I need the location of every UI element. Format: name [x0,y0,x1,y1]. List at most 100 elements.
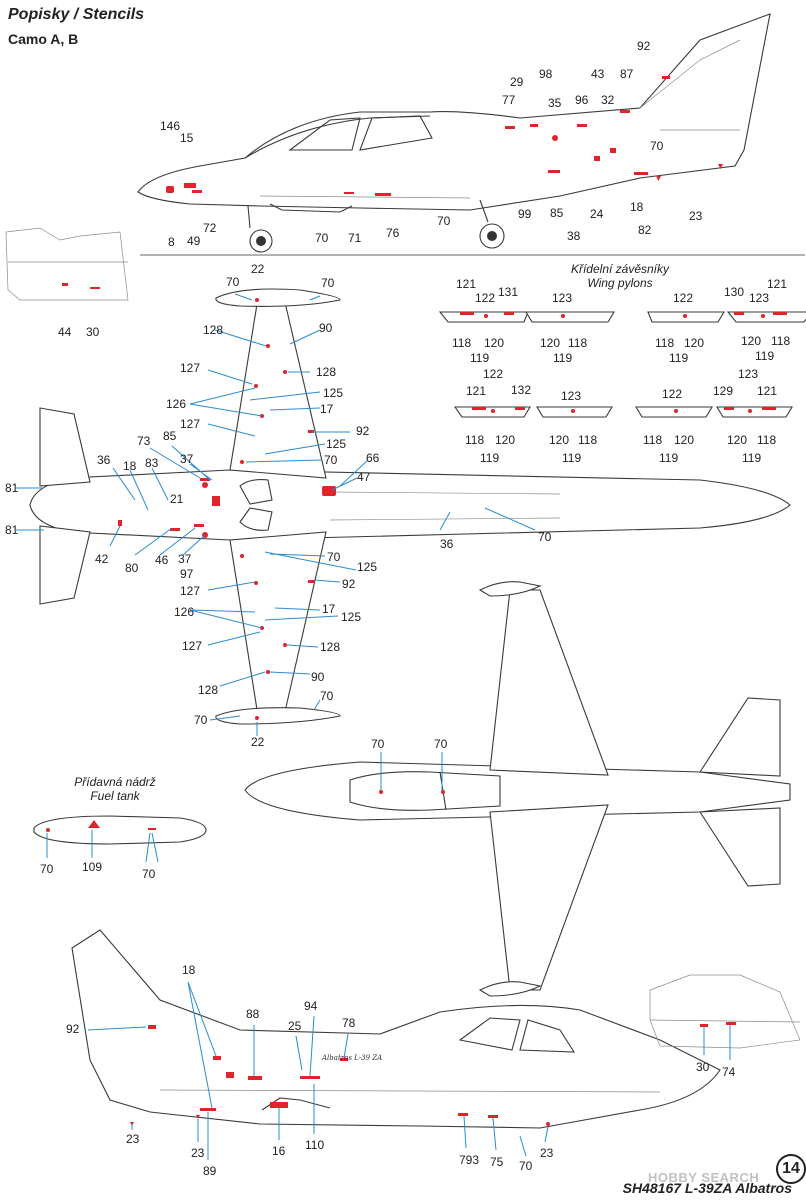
stencil-callout-125: 125 [341,610,362,624]
stencil-callout-18: 18 [630,200,644,214]
stencil-callout-18: 18 [123,459,137,473]
stencil-callout-92: 92 [342,577,356,591]
stencil-callout-120: 120 [674,433,695,447]
stencil-callout-793: 793 [459,1153,480,1167]
stencil-callout-70: 70 [538,530,552,544]
stencil-callout-81: 81 [5,523,19,537]
stencil-callout-123: 123 [749,291,770,305]
stencil-callout-128: 128 [320,640,341,654]
stencil-callout-121: 121 [757,384,778,398]
stencil-callout-119: 119 [553,351,573,365]
stencil-callout-128: 128 [203,323,224,337]
stencil-callout-17: 17 [320,402,334,416]
stencil-callout-118: 118 [757,433,777,447]
stencil-callout-96: 96 [575,93,589,107]
stencil-callout-122: 122 [673,291,694,305]
stencil-callout-80: 80 [125,561,139,575]
stencil-callout-44: 44 [58,325,72,339]
stencil-callout-127: 127 [180,584,201,598]
stencil-callout-122: 122 [475,291,496,305]
stencil-callout-123: 123 [552,291,573,305]
fuel-tank-caption: Přídavná nádrž Fuel tank [60,775,170,803]
stencil-callout-77: 77 [502,93,516,107]
aircraft-underside-view [244,581,791,997]
stencil-callout-90: 90 [319,321,333,335]
page-title: Popisky / Stencils [8,6,145,23]
stencil-callout-70: 70 [434,737,448,751]
stencil-callout-125: 125 [326,437,347,451]
stencil-callout-146: 146 [160,119,181,133]
stencil-callout-126: 126 [174,605,195,619]
stencil-callout-70: 70 [315,231,329,245]
stencil-callout-16: 16 [272,1144,286,1158]
stencil-callout-119: 119 [742,451,762,465]
stencil-callout-72: 72 [203,221,217,235]
stencil-callout-43: 43 [591,67,605,81]
stencil-callout-21: 21 [170,492,184,506]
stencil-callout-46: 46 [155,553,169,567]
fuel-tank-drawing [33,815,207,863]
stencil-callout-23: 23 [191,1146,205,1160]
stencil-callout-75: 75 [490,1155,504,1169]
stencil-callout-119: 119 [562,451,582,465]
stencil-callout-74: 74 [722,1065,736,1079]
stencil-callout-24: 24 [590,207,604,221]
stencil-callout-119: 119 [470,351,490,365]
stencil-callout-127: 127 [180,361,201,375]
stencil-callout-121: 121 [456,277,477,291]
stencil-callout-38: 38 [567,229,581,243]
stencil-callout-118: 118 [655,336,675,350]
stencil-callout-92: 92 [66,1022,80,1036]
stencil-callout-120: 120 [727,433,748,447]
fuel-tank-caption-en: Fuel tank [90,789,140,803]
stencil-callout-82: 82 [638,223,652,237]
stencil-callout-66: 66 [366,451,380,465]
stencil-callout-23: 23 [540,1146,554,1160]
stencil-callout-123: 123 [561,389,582,403]
stencil-callout-92: 92 [356,424,370,438]
stencil-callout-23: 23 [689,209,703,223]
stencil-callout-127: 127 [182,639,203,653]
stencil-callout-18: 18 [182,963,196,977]
stencil-callout-125: 125 [323,386,344,400]
stencil-callout-29: 29 [510,75,524,89]
stencil-callout-130: 130 [724,285,745,299]
stencil-callout-128: 128 [316,365,337,379]
stencil-callout-90: 90 [311,670,325,684]
stencil-callout-30: 30 [86,325,100,339]
stencil-callout-120: 120 [549,433,570,447]
stencil-callout-22: 22 [251,262,265,276]
stencil-callout-118: 118 [643,433,663,447]
wing-pylons-caption-en: Wing pylons [587,276,653,290]
stencil-callout-78: 78 [342,1016,356,1030]
stencil-callout-94: 94 [304,999,318,1013]
stencil-callout-15: 15 [180,131,194,145]
stencil-callout-17: 17 [322,602,336,616]
stencil-callout-35: 35 [548,96,562,110]
stencil-callout-127: 127 [180,417,201,431]
page-number: 14 [776,1154,806,1184]
stencil-callout-23: 23 [126,1132,140,1146]
stencil-callout-128: 128 [198,683,219,697]
stencil-callout-120: 120 [684,336,705,350]
stencil-callout-118: 118 [452,336,472,350]
detail-inset-top-left [5,227,129,301]
stencil-callout-118: 118 [771,334,791,348]
stencil-callout-122: 122 [662,387,683,401]
stencil-callout-131: 131 [498,285,519,299]
fuel-tank-caption-cz: Přídavná nádrž [74,775,156,789]
stencil-callout-119: 119 [659,451,679,465]
stencil-callout-47: 47 [357,470,371,484]
stencil-callout-70: 70 [437,214,451,228]
stencil-callout-70: 70 [226,275,240,289]
stencil-callout-89: 89 [203,1164,217,1178]
stencil-callout-25: 25 [288,1019,302,1033]
stencil-callout-70: 70 [40,862,54,876]
watermark: HOBBY SEARCH [648,1170,760,1185]
stencil-callout-83: 83 [145,456,159,470]
stencil-callout-81: 81 [5,481,19,495]
stencil-callout-119: 119 [480,451,500,465]
stencil-callout-120: 120 [484,336,505,350]
stencil-callout-132: 132 [511,383,532,397]
stencil-callout-110: 110 [305,1138,325,1152]
